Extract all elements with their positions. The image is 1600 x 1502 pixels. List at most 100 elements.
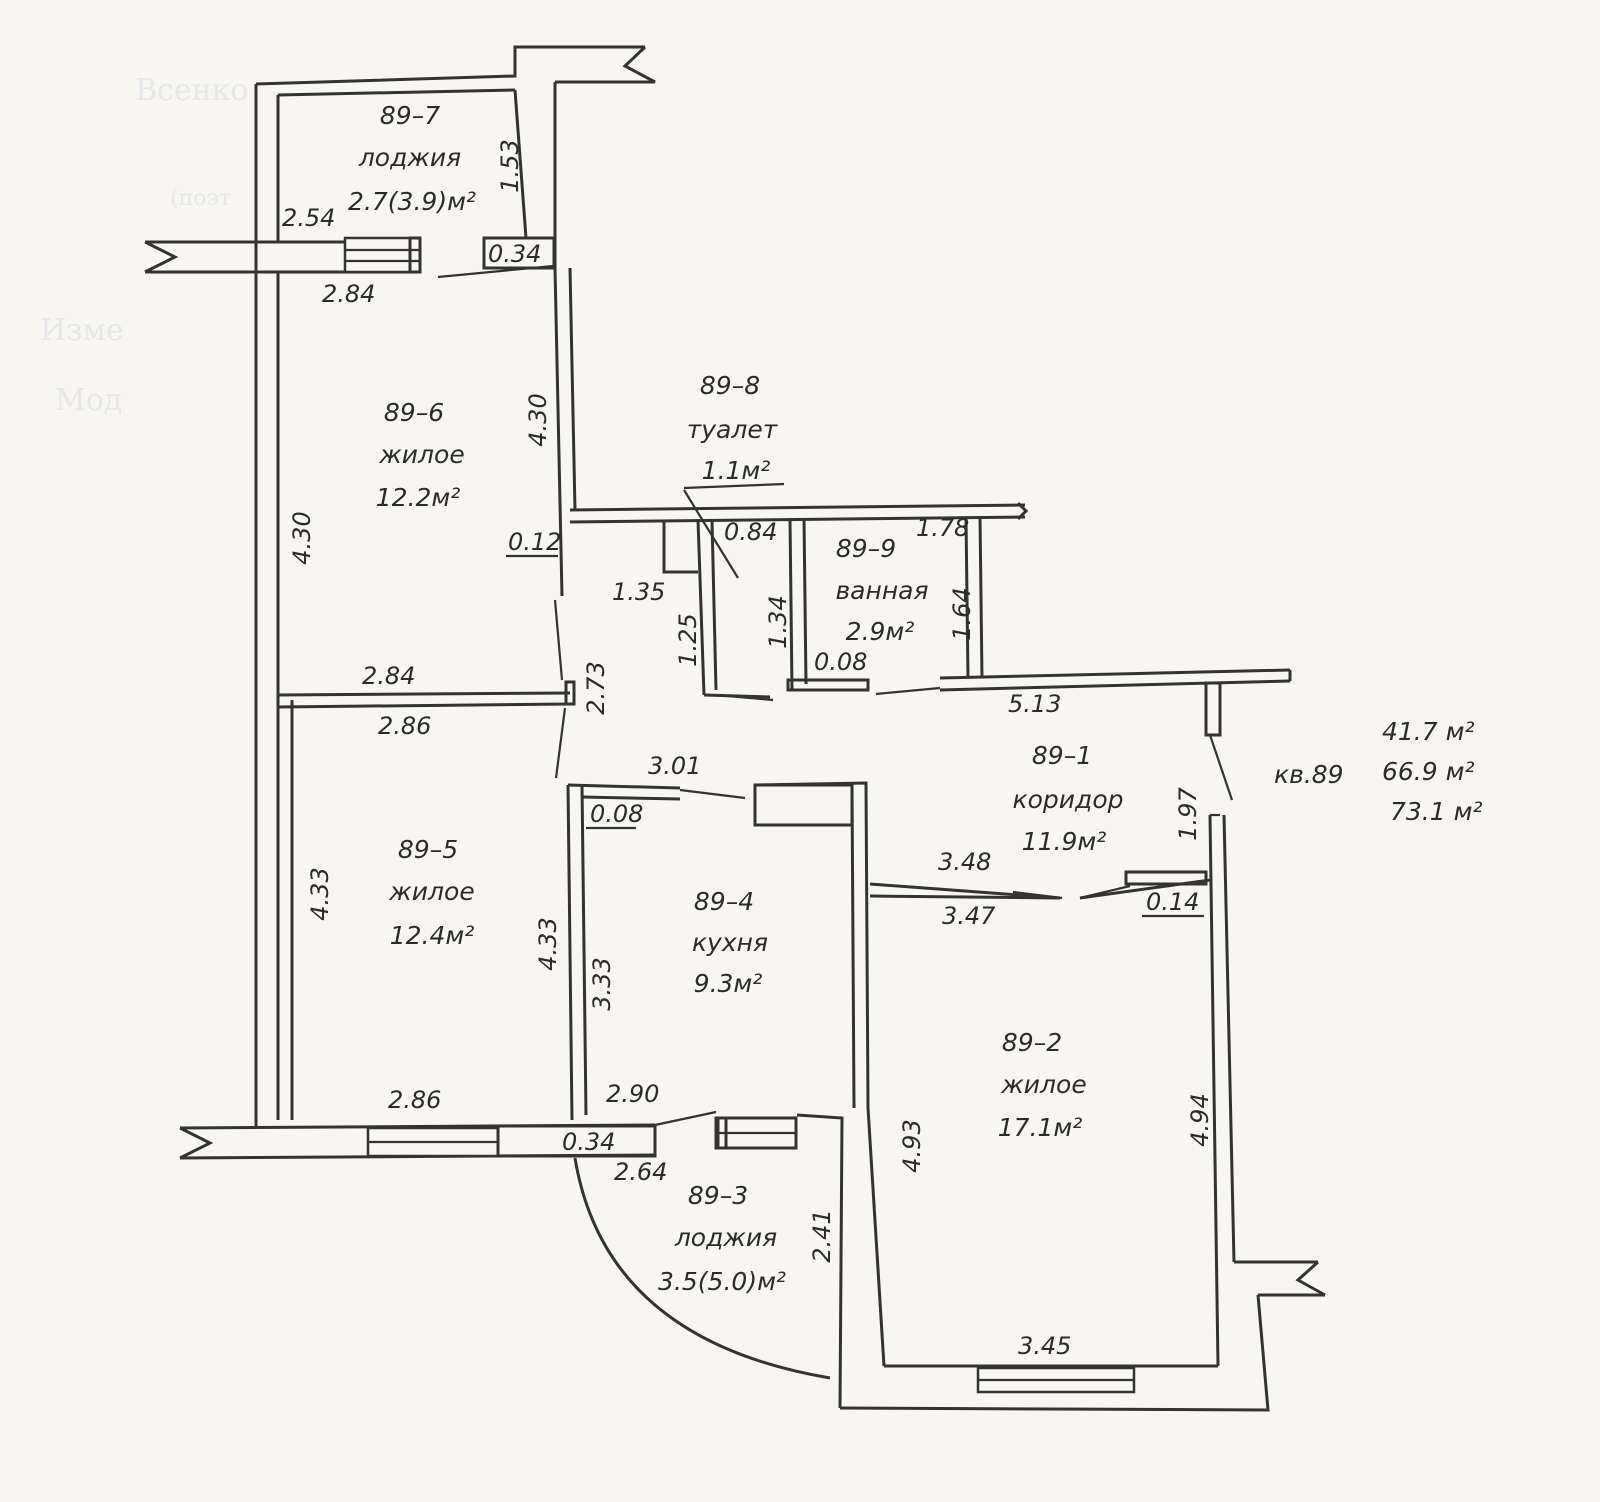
dim-3-48: 3.48 [938, 848, 991, 876]
room-8-area: 1.1м² [702, 456, 771, 485]
total-area: 66.9 м² [1382, 757, 1475, 786]
room-4-name: кухня [692, 928, 768, 957]
wall-room6-room5-bottom [277, 702, 571, 709]
dim-3-45: 3.45 [1018, 1332, 1071, 1360]
dim-0-08-kitchen: 0.08 [590, 800, 643, 828]
room-5-number: 89–5 [398, 835, 458, 864]
wall-loggia-right [513, 89, 528, 239]
walls [144, 45, 1326, 1412]
wall-break-left-top [144, 240, 179, 274]
room-2-number: 89–2 [1002, 1028, 1062, 1057]
wall-room6-right [553, 267, 564, 597]
room-2-area: 17.1м² [998, 1113, 1083, 1142]
wall-toilet-shaft [662, 520, 698, 574]
room-8-number: 89–8 [700, 371, 760, 400]
dim-0-84: 0.84 [724, 518, 777, 546]
dim-5-13: 5.13 [1008, 690, 1061, 718]
dim-4-93: 4.93 [898, 1119, 926, 1172]
wall-bottom-column [496, 1124, 657, 1158]
room-9-number: 89–9 [836, 534, 896, 563]
door-room2-left [1012, 890, 1063, 900]
dim-3-01: 3.01 [648, 752, 701, 780]
dim-1-25: 1.25 [674, 613, 702, 666]
wall-break-top [620, 45, 656, 84]
wall-bath-right-a [964, 517, 970, 679]
wall-top-loggia-inner [277, 88, 516, 97]
door-entrance [1208, 734, 1234, 801]
dim-1-64: 1.64 [948, 587, 976, 640]
dim-2-84-loggia: 2.84 [322, 280, 375, 308]
wall-kitchen-column [753, 783, 854, 827]
wall-column-loggia [482, 236, 556, 270]
door-room6-loggia [437, 264, 554, 279]
dim-1-53: 1.53 [496, 139, 524, 192]
dim-2-54: 2.54 [282, 204, 335, 232]
dim-1-78: 1.78 [916, 514, 969, 542]
dim-4-94: 4.94 [1186, 1093, 1214, 1146]
apartment-number: кв.89 [1274, 760, 1344, 789]
dim-0-12: 0.12 [508, 528, 561, 556]
window-loggia7-post [408, 236, 422, 274]
dim-2-90: 2.90 [606, 1080, 659, 1108]
wall-kitchen-top-left-inner [581, 795, 681, 801]
wall-loggia3-right [796, 1113, 844, 1409]
wall-room2-top-left-inner [869, 894, 1061, 900]
door-room2-right [1079, 884, 1131, 900]
doors [437, 264, 1220, 1127]
dim-1-35: 1.35 [612, 578, 665, 606]
wall-room6-room5-top [277, 691, 571, 697]
background-stamp-text: Всенко (поэт Изме Мод [40, 73, 248, 418]
wall-kitchen-left-a [566, 784, 574, 1121]
wall-room2-right-b [1222, 814, 1236, 1263]
wall-bath-threshold [786, 678, 870, 692]
door-kitchen [679, 788, 746, 800]
room-8-name: туалет [687, 415, 779, 444]
wall-toilet-left-inner [710, 519, 718, 691]
leader-toilet-label [683, 482, 785, 490]
dim-3-47: 3.47 [942, 902, 996, 930]
door-toilet-corridor [715, 693, 774, 702]
wall-bath-top-inner [569, 515, 1026, 524]
stamp-fragment-mark: Мод [55, 383, 122, 418]
dim-2-86-room5-bottom: 2.86 [388, 1086, 441, 1114]
room-6-area: 12.2м² [376, 483, 461, 512]
stamp-fragment-title: Всенко [135, 73, 248, 108]
dim-4-33-right: 4.33 [534, 917, 562, 970]
wall-bottom-outer [839, 1294, 1270, 1412]
wall-kitchen-bottom-post [716, 1116, 728, 1150]
wall-room6-right-inner [568, 267, 577, 511]
dim-1-34: 1.34 [764, 595, 792, 648]
room-7-area: 2.7(3.9)м² [348, 187, 476, 216]
area-totals: кв.89 41.7 м² 66.9 м² 73.1 м² [1274, 717, 1483, 826]
dim-2-84-room6: 2.84 [362, 662, 415, 690]
stamp-fragment-change: Изме [40, 313, 124, 348]
door-room6 [553, 599, 564, 681]
room-4-area: 9.3м² [694, 969, 763, 998]
wall-kitchen-left-b [580, 784, 588, 1116]
wall-room2-right-a [1208, 814, 1220, 1367]
room-9-name: ванная [835, 576, 928, 605]
room-labels: 89–7 лоджия 2.7(3.9)м² 89–6 жилое 12.2м²… [348, 101, 1123, 1296]
wall-break-bottom-right [1295, 1260, 1326, 1297]
room-3-number: 89–3 [688, 1181, 748, 1210]
dim-0-34-top: 0.34 [488, 240, 541, 268]
wall-room2-left [866, 1107, 886, 1367]
wall-room2-top-left [869, 882, 1061, 900]
dimensions: 1.53 2.54 0.34 2.84 4.30 4.30 0.12 0.84 … [282, 139, 1214, 1360]
wall-room2-top-column [1124, 870, 1208, 886]
door-room5 [554, 707, 567, 779]
door-toilet [683, 489, 739, 579]
wall-corridor-right-stub [1204, 681, 1222, 737]
total-area-with-loggias: 73.1 м² [1390, 797, 1483, 826]
total-living-area: 41.7 м² [1382, 717, 1475, 746]
dim-2-64: 2.64 [614, 1158, 667, 1186]
room-5-name: жилое [388, 877, 474, 906]
wall-bath-right-b [978, 515, 984, 679]
wall-toilet-left [696, 519, 706, 696]
door-bath-corridor [875, 686, 941, 696]
wall-corridor-top [939, 668, 1291, 680]
wall-bath-top-end [1016, 501, 1029, 521]
room-2-name: жилое [1000, 1070, 1086, 1099]
room-1-name: коридор [1013, 785, 1124, 814]
room-6-name: жилое [378, 440, 464, 469]
